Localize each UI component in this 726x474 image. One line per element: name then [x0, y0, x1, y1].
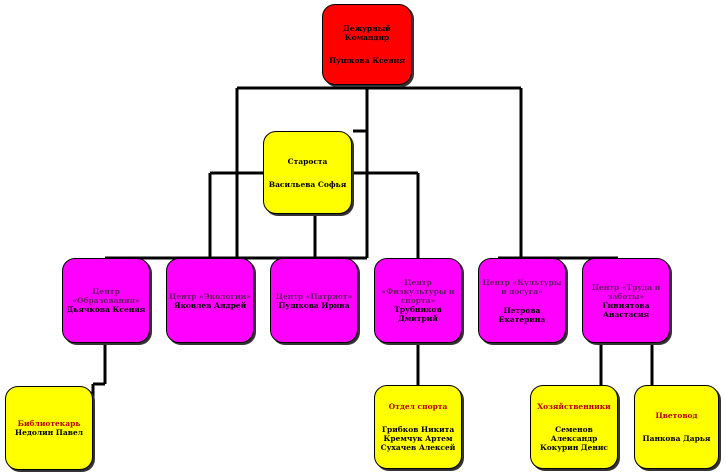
household-title: Хозяйственники — [537, 402, 611, 411]
florist-name: Панкова Дарья — [642, 434, 711, 443]
commander-name: Пушкова Ксения — [329, 56, 405, 65]
center-culture-title: Центр «Культуры и досуга» — [482, 277, 562, 296]
center-patriot-box: Центр «Патриот» Пушкова Ирина — [270, 258, 358, 343]
center-ecology-name: Яковлев Андрей — [173, 300, 247, 310]
sport-dept-member: Сухачев Алексей — [380, 443, 456, 452]
librarian-name: Недолин Павел — [14, 428, 84, 437]
center-sport-name: Трубников Дмитрий — [394, 305, 442, 323]
starosta-name: Васильева Софья — [268, 179, 347, 189]
center-sport-box: Центр «Физкультуры и спорта» Трубников Д… — [374, 258, 462, 343]
center-patriot-name: Пушкова Ирина — [278, 300, 350, 310]
sport-dept-box: Отдел спорта Грибков Никита Кремчук Арте… — [374, 385, 462, 469]
librarian-title: Библиотекарь — [17, 419, 81, 428]
household-box: Хозяйственники Семенов Александр Кокурин… — [530, 385, 618, 469]
center-education-name: Дьячкова Ксения — [66, 305, 146, 314]
center-education-title: Центр «Образования» — [72, 287, 140, 305]
florist-title: Цветовод — [655, 411, 698, 420]
starosta-title: Староста — [287, 156, 328, 166]
commander-title: Дежурный Командир — [343, 24, 391, 42]
center-sport-title: Центр «Физкультуры и спорта» — [381, 278, 455, 305]
starosta-box: Староста Васильева Софья — [263, 131, 352, 214]
librarian-box: Библиотекарь Недолин Павел — [5, 386, 93, 470]
household-member: Семенов Александр — [550, 425, 598, 443]
sport-dept-member: Грибков Никита — [381, 425, 455, 434]
center-culture-box: Центр «Культуры и досуга» Петрова Екатер… — [478, 258, 566, 343]
center-labor-title: Центр «Труда и заботы» — [591, 282, 661, 301]
center-culture-name: Петрова Екатерина — [498, 305, 546, 324]
household-member: Кокурин Денис — [539, 443, 608, 452]
florist-box: Цветовод Панкова Дарья — [634, 385, 719, 469]
center-labor-name: Гиниятова Анастасия — [602, 300, 650, 319]
center-patriot-title: Центр «Патриот» — [275, 291, 353, 301]
center-education-box: Центр «Образования» Дьячкова Ксения — [62, 258, 150, 343]
center-ecology-title: Центр «Экологии» — [169, 291, 251, 301]
sport-dept-title: Отдел спорта — [388, 402, 448, 411]
commander-box: Дежурный Командир Пушкова Ксения — [322, 4, 412, 85]
center-ecology-box: Центр «Экологии» Яковлев Андрей — [166, 258, 254, 343]
center-labor-box: Центр «Труда и заботы» Гиниятова Анастас… — [582, 258, 670, 343]
sport-dept-member: Кремчук Артем — [383, 434, 453, 443]
